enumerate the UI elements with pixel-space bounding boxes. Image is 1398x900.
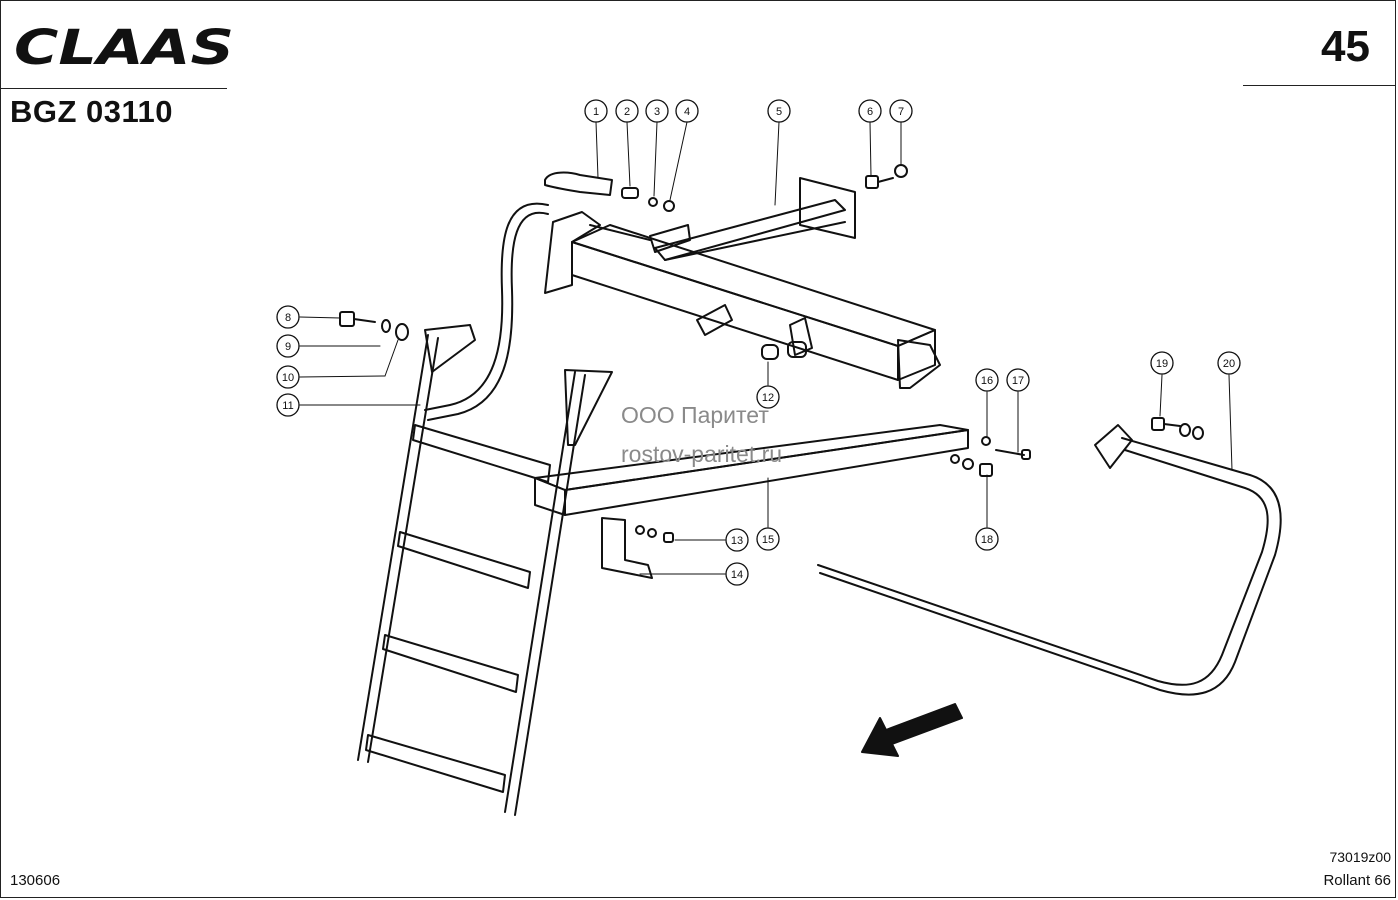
callout-15 xyxy=(756,527,780,551)
header-rule-right xyxy=(1243,85,1396,86)
ladder xyxy=(357,324,613,816)
header-rule-left xyxy=(0,88,227,89)
callout-6 xyxy=(858,99,882,123)
direction-arrow-icon xyxy=(861,703,963,757)
callout-label-9: 9 xyxy=(285,341,291,353)
callout-label-18: 18 xyxy=(981,534,993,546)
latch-assembly xyxy=(544,171,691,253)
bolt-18 xyxy=(950,454,993,477)
callout-9 xyxy=(276,334,300,358)
callout-13 xyxy=(725,528,749,552)
curved-handrail xyxy=(424,202,549,411)
watermark-url: rostov-paritet.ru xyxy=(621,441,783,467)
callout-12 xyxy=(756,385,780,409)
callout-19 xyxy=(1150,351,1174,375)
doc-number: 130606 xyxy=(10,872,61,889)
bolt-washer-6-7 xyxy=(865,164,908,189)
callout-label-6: 6 xyxy=(867,106,873,118)
callout-label-4: 4 xyxy=(684,106,690,118)
callout-label-7: 7 xyxy=(898,106,904,118)
watermark-company: ООО Паритет xyxy=(621,402,769,428)
callout-label-3: 3 xyxy=(654,106,660,118)
callout-3 xyxy=(645,99,669,123)
drawing-number: 73019z00 xyxy=(1329,849,1391,865)
bolt-washer-nut-8-10 xyxy=(339,311,409,341)
callout-label-15: 15 xyxy=(762,534,774,546)
callout-18 xyxy=(975,527,999,551)
callout-label-1: 1 xyxy=(593,106,599,118)
callout-label-10: 10 xyxy=(282,372,294,384)
clamp-14-bolt-13 xyxy=(601,517,674,579)
guard-rail-20 xyxy=(817,424,1282,696)
callout-4 xyxy=(675,99,699,123)
callout-label-13: 13 xyxy=(731,535,743,547)
callout-17 xyxy=(1006,368,1030,392)
bushing-12 xyxy=(761,341,807,360)
leader-lines xyxy=(299,121,1233,575)
longitudinal-tube xyxy=(654,177,856,261)
claas-logo: CLAAS xyxy=(12,22,237,72)
callout-label-14: 14 xyxy=(731,569,743,581)
side-rail xyxy=(534,424,969,516)
diagram-code: BGZ 03110 xyxy=(10,94,174,129)
page-number: 45 xyxy=(1321,22,1370,71)
callout-label-5: 5 xyxy=(776,106,782,118)
callout-label-11: 11 xyxy=(282,400,293,412)
callout-label-20: 20 xyxy=(1223,358,1235,370)
callout-label-17: 17 xyxy=(1012,375,1024,387)
callout-8 xyxy=(276,305,300,329)
callout-14 xyxy=(725,562,749,586)
cross-beam xyxy=(544,211,941,389)
claas-logo-text: CLAAS xyxy=(14,22,234,72)
callout-label-16: 16 xyxy=(981,375,993,387)
claas-logo-graphic: CLAAS xyxy=(14,22,234,72)
callout-2 xyxy=(615,99,639,123)
callout-11 xyxy=(276,393,300,417)
callout-10 xyxy=(276,365,300,389)
callout-label-12: 12 xyxy=(762,392,774,404)
callout-7 xyxy=(889,99,913,123)
callout-5 xyxy=(767,99,791,123)
callout-label-8: 8 xyxy=(285,312,291,324)
callout-1 xyxy=(584,99,608,123)
bolt-nut-16-17 xyxy=(981,436,1031,460)
callout-label-19: 19 xyxy=(1156,358,1168,370)
callouts xyxy=(276,99,1241,586)
callout-20 xyxy=(1217,351,1241,375)
model-name: Rollant 66 xyxy=(1323,872,1391,889)
bolt-19 xyxy=(1151,417,1204,440)
curved-handrail-inner xyxy=(427,211,549,421)
callout-16 xyxy=(975,368,999,392)
callout-label-2: 2 xyxy=(624,106,630,118)
